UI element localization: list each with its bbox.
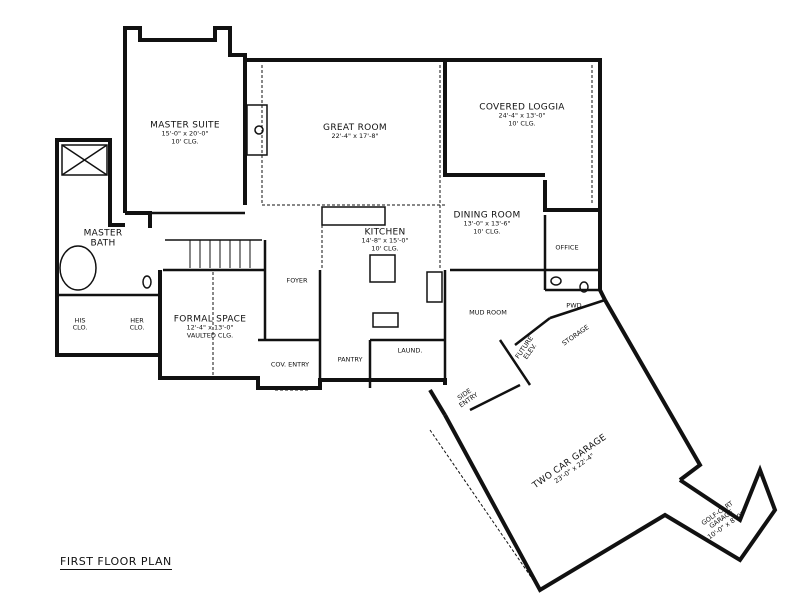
fixtures (59, 104, 589, 328)
room-ceiling: 10' CLG. (371, 244, 399, 253)
plan-title: FIRST FLOOR PLAN (60, 555, 172, 570)
room-name: FOYER (286, 276, 308, 285)
room-mud-room: MUD ROOM (469, 308, 507, 317)
room-size: 24'-4" x 13'-0" (498, 111, 546, 120)
room-size: 12'-4" x 13'-0" (186, 323, 234, 332)
room-his-closet: HIS CLO. (68, 316, 92, 333)
room-size: 14'-8" x 15'-0" (361, 236, 409, 245)
interior-walls (57, 211, 606, 412)
room-great-room: GREAT ROOM 22'-4" x 17'-8" (323, 123, 387, 141)
room-name: FORMAL SPACE (173, 314, 247, 325)
room-formal-space: FORMAL SPACE 12'-4" x 13'-0" VAULTED CLG… (174, 314, 246, 339)
exterior-walls (55, 26, 778, 593)
room-powder: PWD. (566, 301, 584, 310)
room-her-closet: HER CLO. (125, 316, 149, 333)
room-ceiling: VAULTED CLG. (186, 331, 234, 340)
room-foyer: FOYER (286, 276, 308, 285)
room-master-suite: MASTER SUITE 15'-0" x 20'-0" 10' CLG. (150, 120, 220, 145)
room-ceiling: 10' CLG. (508, 119, 536, 128)
room-name: MASTER SUITE (150, 120, 220, 131)
room-pantry: PANTRY (337, 355, 363, 364)
room-ceiling: 10' CLG. (473, 227, 501, 236)
room-name: GREAT ROOM (323, 123, 387, 134)
room-name: DINING ROOM (453, 210, 521, 221)
room-size: 13'-0" x 13'-6" (463, 219, 511, 228)
room-kitchen: KITCHEN 14'-8" x 15'-0" 10' CLG. (361, 227, 408, 252)
room-name: COVERED LOGGIA (479, 102, 565, 113)
open-boundaries (212, 65, 593, 591)
room-master-bath: MASTER BATH (83, 229, 123, 250)
room-name: HIS CLO. (72, 316, 88, 332)
room-name: LAUND. (397, 346, 423, 355)
room-office: OFFICE (555, 243, 579, 252)
room-name: MUD ROOM (469, 308, 507, 317)
room-size: 22'-4" x 17'-8" (331, 132, 379, 141)
room-name: PANTRY (337, 355, 363, 364)
room-name: KITCHEN (364, 227, 406, 238)
room-name: COV. ENTRY (270, 360, 310, 369)
room-size: 15'-0" x 20'-0" (161, 129, 209, 138)
room-ceiling: 10' CLG. (171, 137, 199, 146)
room-laundry: LAUND. (397, 346, 423, 355)
room-dining-room: DINING ROOM 13'-0" x 13'-6" 10' CLG. (453, 210, 520, 235)
room-name: MASTER BATH (83, 228, 123, 249)
room-name: HER CLO. (129, 316, 145, 332)
room-name: OFFICE (555, 243, 579, 252)
room-covered-loggia: COVERED LOGGIA 24'-4" x 13'-0" 10' CLG. (479, 102, 565, 127)
room-name: PWD. (566, 301, 584, 310)
room-cov-entry: COV. ENTRY (270, 360, 310, 369)
